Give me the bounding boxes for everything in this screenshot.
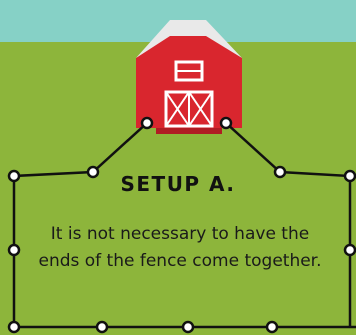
setup-title: SETUP A.: [80, 172, 276, 196]
fence-post-icon: [345, 171, 355, 181]
fence-post-icon: [142, 118, 152, 128]
fence-post-icon: [9, 322, 19, 332]
setup-description: It is not necessary to have the ends of …: [30, 221, 330, 275]
fence-post-icon: [97, 322, 107, 332]
fence-post-icon: [9, 171, 19, 181]
fence-post-icon: [267, 322, 277, 332]
fence-post-icon: [221, 118, 231, 128]
fence-post-icon: [183, 322, 193, 332]
fence-post-icon: [9, 245, 19, 255]
fence-post-icon: [275, 167, 285, 177]
fence-post-icon: [345, 245, 355, 255]
